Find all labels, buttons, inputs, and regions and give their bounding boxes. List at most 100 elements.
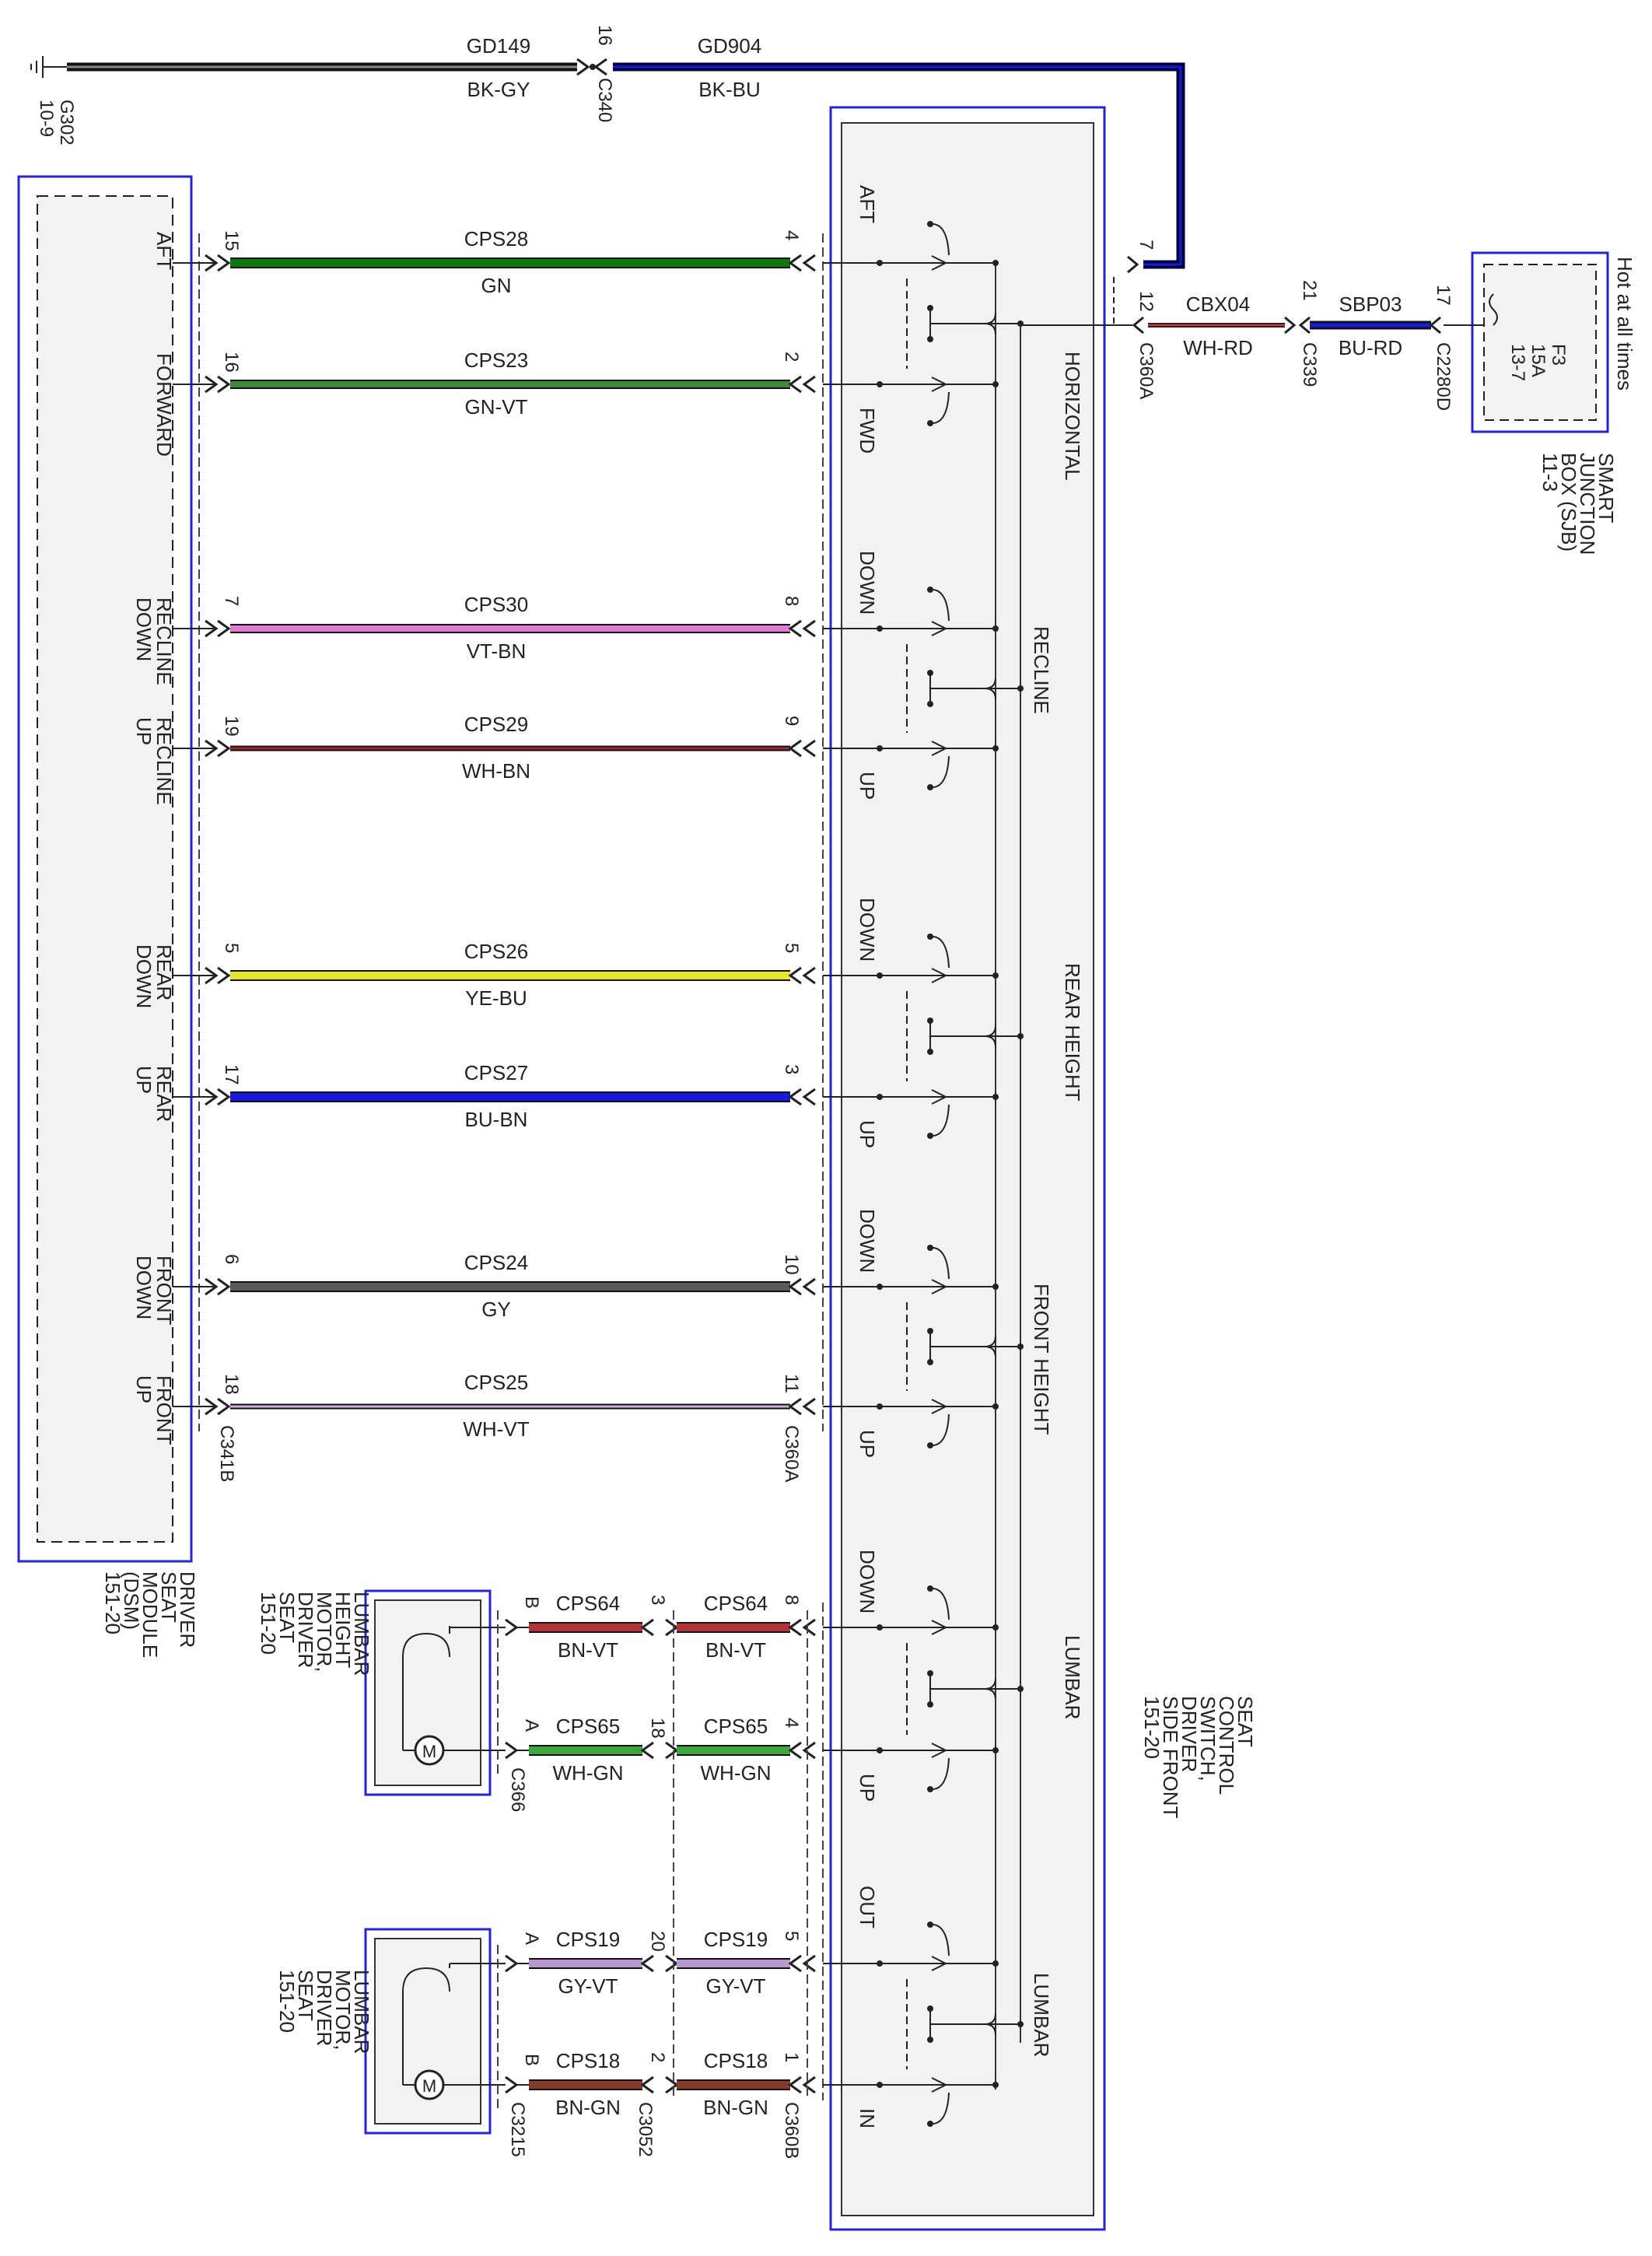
dsm-function-label: FRONT <box>152 1375 176 1445</box>
connector-arrow-icon <box>205 1397 219 1416</box>
motor-title-line: SEAT <box>275 1592 299 1643</box>
switch-position-label: DOWN <box>856 551 879 615</box>
c339-name: C339 <box>1299 342 1320 387</box>
bus-junction <box>992 972 999 979</box>
switch-pin-number: 8 <box>781 596 802 606</box>
connector-arrow-icon <box>217 1088 231 1106</box>
wire-circuit-label: CPS29 <box>464 713 528 736</box>
switch-pivot <box>927 1133 933 1139</box>
switch-position-label: UP <box>856 772 879 800</box>
dsm-title-line: DRIVER <box>176 1571 199 1648</box>
dsm-title-line: (DSM) <box>120 1571 143 1630</box>
switch-position-label: UP <box>856 1120 879 1148</box>
wire-circuit-label: CPS19 <box>704 1928 768 1951</box>
dsm-function-label: DOWN <box>132 1256 156 1319</box>
dsm-function-label: RECLINE <box>152 717 176 805</box>
switch-position-label: UP <box>856 1774 879 1802</box>
sjb-section: F3 15A 13-7 Hot at all times SMART JUNCT… <box>1020 240 1636 555</box>
connector-arrow-icon <box>505 2076 519 2094</box>
c366-label: C366 <box>507 1767 528 1812</box>
wire-color-label: BN-GN <box>555 2096 621 2119</box>
sjb-title-line: 11-3 <box>1538 453 1562 492</box>
connector-arrow-icon <box>788 739 802 758</box>
wire-color-label: GN-VT <box>465 395 528 419</box>
wire-color-label: WH-VT <box>463 1417 529 1441</box>
connector-arrow-icon <box>788 2076 802 2094</box>
switch-pivot <box>927 1921 933 1928</box>
switch-pin-number: 4 <box>781 1718 802 1728</box>
wire-color-label: WH-GN <box>553 1761 624 1785</box>
motor-pin-label: B <box>521 2054 542 2066</box>
c2280d-name: C2280D <box>1433 342 1454 411</box>
connector-arrow-icon <box>640 1741 654 1760</box>
switch-pivot <box>927 1442 933 1449</box>
svg-text:M: M <box>422 2076 436 2096</box>
switch-arrow-icon <box>931 1089 948 1105</box>
switch-title-line: DRIVER <box>1178 1696 1201 1772</box>
switch-position-label: OUT <box>856 1886 879 1928</box>
switch-position-label: UP <box>856 1430 879 1458</box>
connector-arrow-icon <box>802 2076 816 2094</box>
wire-color-label: YE-BU <box>465 986 527 1010</box>
connector-arrow-icon <box>205 375 219 394</box>
gd149-color: BK-GY <box>467 78 530 101</box>
ground-ref: 10-9 <box>36 100 57 137</box>
connector-arrow-icon <box>802 1088 816 1106</box>
switch-pin-number: 9 <box>781 716 802 726</box>
bus-junction <box>992 381 999 387</box>
wire-color-label: GY-VT <box>705 1974 765 1998</box>
bus-junction <box>1017 1343 1024 1350</box>
bus-junction <box>992 745 999 751</box>
sjb-title-line: JUNCTION <box>1576 453 1599 555</box>
sjb-fuse-ref: 13-7 <box>1507 344 1528 381</box>
motor-pin-label: B <box>521 1596 542 1609</box>
wire-color-label: GY <box>481 1298 511 1321</box>
dsm-pin-number: 5 <box>221 943 242 953</box>
fuse-icon <box>1489 293 1498 326</box>
connector-arrow-icon <box>802 739 816 758</box>
connector-arrow-icon <box>802 254 816 272</box>
switch-pin-number: 5 <box>781 943 802 953</box>
switch-pin-number: 11 <box>781 1374 802 1393</box>
bus-junction <box>1017 321 1024 327</box>
dsm-function-label: DOWN <box>132 597 156 661</box>
dsm-function-label: AFT <box>152 232 176 270</box>
wire-circuit-label: CPS18 <box>704 2049 768 2072</box>
sbp03-circuit: SBP03 <box>1339 293 1402 316</box>
seat-switch: SEAT CONTROL SWITCH, DRIVER SIDE FRONT 1… <box>822 106 1257 2231</box>
switch-pin-number: 2 <box>781 352 802 362</box>
wire-crossover-icon <box>984 1025 996 1048</box>
group-label-rear-height: REAR HEIGHT <box>1061 963 1084 1102</box>
dsm-pin-number: 15 <box>221 230 242 251</box>
switch-title-line: SIDE FRONT <box>1159 1696 1182 1819</box>
motor-title-line: 151-20 <box>257 1592 280 1655</box>
motor-title-line: MOTOR, <box>313 1592 336 1673</box>
switch-pivot <box>927 1245 933 1251</box>
wire-circuit-label: CPS18 <box>556 2049 620 2072</box>
sjb-hot: Hot at all times <box>1613 257 1636 391</box>
wire-crossover-icon <box>984 312 996 335</box>
dsm-title-line: MODULE <box>138 1571 162 1658</box>
svg-text:M: M <box>422 1742 436 1761</box>
connector-arrow-icon <box>788 1277 802 1296</box>
group-label-recline: RECLINE <box>1030 626 1053 714</box>
motor-pin-label: A <box>521 1932 542 1945</box>
switch-arrow-icon <box>931 1399 948 1414</box>
switch-pin-12: 12 <box>1136 291 1157 312</box>
group-label-lumbar: LUMBAR <box>1030 1973 1053 2057</box>
switch-position-label: FWD <box>856 408 879 454</box>
connector-arrow-icon <box>788 966 802 985</box>
switch-position-label: IN <box>856 2108 879 2128</box>
connector-arrow-icon <box>802 1741 816 1760</box>
sjb-fuse: F3 <box>1548 344 1569 366</box>
gd904-color: BK-BU <box>698 78 760 101</box>
switch-title-line: SEAT <box>1234 1696 1257 1747</box>
wire-color-label: VT-BN <box>467 639 527 663</box>
bus-junction <box>992 1403 999 1410</box>
connector-arrow-icon <box>788 1741 802 1760</box>
connector-arrow-icon <box>802 1277 816 1296</box>
connector-arrow-icon <box>217 1277 231 1296</box>
c360b-label: C360B <box>781 2102 802 2159</box>
wire-color-label: GN <box>481 274 512 297</box>
